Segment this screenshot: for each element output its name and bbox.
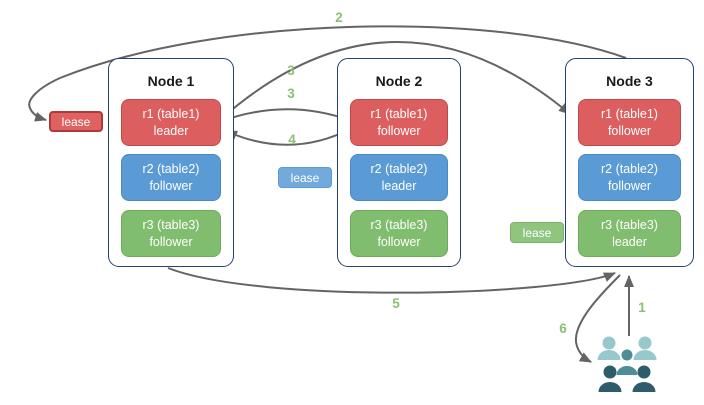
replica-role: follower [149, 178, 193, 193]
replica-label: r3 (table3) [370, 218, 428, 233]
arrow-step-3-to-node3 [221, 41, 571, 119]
node2-replica-r3: r3 (table3) follower [350, 210, 448, 257]
replica-label: r2 (table2) [142, 162, 200, 177]
replica-role: follower [607, 178, 652, 193]
person-icon [633, 336, 657, 360]
node-3-box: Node 3 r1 (table1) follower r2 (table2) … [565, 58, 694, 267]
node-3-title: Node 3 [606, 73, 653, 89]
node3-replica-r1: r1 (table1) follower [578, 99, 681, 146]
arrow-step-5 [167, 267, 616, 294]
step-label-4: 4 [288, 132, 296, 147]
replica-role: leader [612, 234, 647, 249]
step-label-3b: 3 [287, 86, 295, 101]
arrow-step-6 [574, 274, 621, 363]
node-2-box: Node 2 r1 (table1) follower r2 (table2) … [337, 58, 461, 267]
node-2-title: Node 2 [375, 73, 423, 89]
step-label-5: 5 [392, 296, 400, 311]
replica-label: r2 (table2) [601, 162, 658, 177]
lease-chip-red: lease [49, 111, 103, 132]
replica-role: leader [381, 178, 417, 193]
node2-replica-r2: r2 (table2) leader [350, 154, 448, 201]
replica-label: r1 (table1) [601, 107, 658, 122]
node-1-box: Node 1 r1 (table1) leader r2 (table2) fo… [108, 58, 234, 267]
node1-replica-r3: r3 (table3) follower [121, 210, 221, 257]
replica-label: r3 (table3) [601, 218, 658, 233]
replica-label: r1 (table1) [370, 107, 428, 122]
node2-replica-r1: r1 (table1) follower [350, 99, 448, 146]
step-label-6: 6 [559, 321, 567, 336]
replica-role: follower [149, 234, 193, 249]
node3-replica-r2: r2 (table2) follower [578, 154, 681, 201]
person-icon [616, 349, 638, 375]
step-label-3a: 3 [287, 63, 295, 78]
node1-replica-r2: r2 (table2) follower [121, 154, 221, 201]
replica-role: follower [607, 123, 652, 138]
lease-chip-green: lease [510, 222, 564, 243]
replica-role: leader [153, 123, 189, 138]
person-icon [632, 365, 656, 392]
replica-label: r1 (table1) [142, 107, 200, 122]
step-label-1: 1 [638, 300, 646, 315]
users-group-icon [597, 336, 657, 392]
replica-role: follower [377, 234, 421, 249]
node1-replica-r1: r1 (table1) leader [121, 99, 221, 146]
person-icon [597, 336, 621, 360]
node3-replica-r3: r3 (table3) leader [578, 210, 681, 257]
arrow-step-3-to-node2 [221, 108, 350, 122]
replica-label: r2 (table2) [370, 162, 428, 177]
replica-role: follower [377, 123, 421, 138]
step-label-2: 2 [335, 10, 343, 25]
node-1-title: Node 1 [147, 73, 195, 89]
person-icon [598, 365, 622, 392]
replica-label: r3 (table3) [142, 218, 200, 233]
lease-chip-blue: lease [278, 167, 332, 188]
